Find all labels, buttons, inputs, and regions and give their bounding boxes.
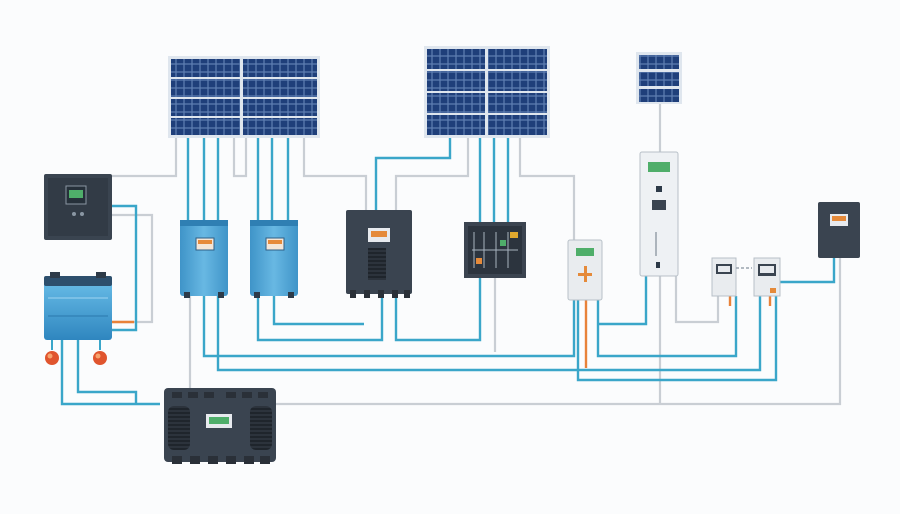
charge-controller-2	[250, 220, 298, 298]
main-distribution-panel	[639, 151, 679, 277]
fuse-1	[45, 340, 59, 365]
battery-bank	[44, 272, 112, 340]
dc-disconnect	[567, 239, 603, 301]
charge-controller-1	[180, 220, 228, 298]
solar-array-small	[636, 52, 682, 104]
solar-array-center	[424, 46, 550, 138]
energy-meter-1	[711, 257, 752, 297]
positive-wiring	[112, 296, 772, 368]
dc-wiring	[60, 138, 836, 406]
solar-array-left	[168, 56, 320, 138]
fuse-2	[93, 340, 107, 365]
ac-wiring	[112, 104, 842, 406]
combiner-box	[464, 222, 526, 278]
remote-monitor	[818, 202, 860, 258]
monitor-controller	[44, 174, 112, 240]
hybrid-inverter	[164, 388, 276, 464]
inverter	[346, 210, 412, 298]
energy-meter-2	[753, 257, 781, 297]
